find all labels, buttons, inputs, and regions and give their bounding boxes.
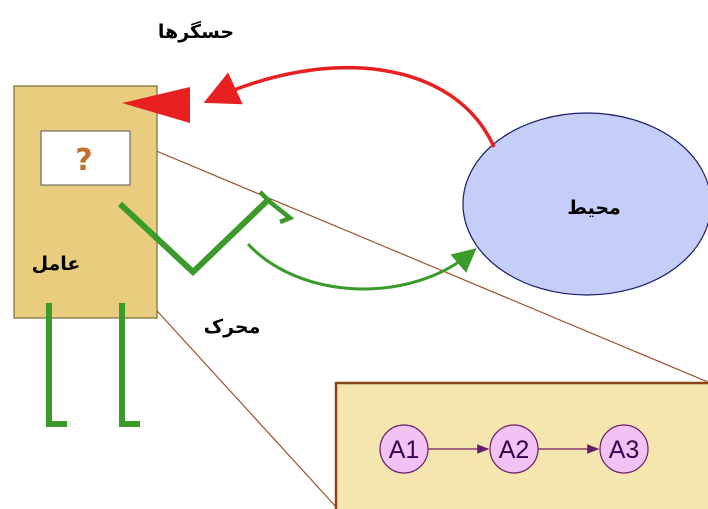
state-a1-label: A1	[389, 436, 420, 464]
sensor-triangle	[122, 87, 190, 123]
state-a1: A1	[379, 424, 429, 474]
agent-right-leg	[119, 303, 140, 427]
actuators-label: محرک	[204, 316, 261, 338]
unknown-label: ?	[75, 143, 92, 178]
actuator-gripper	[258, 190, 295, 225]
sensors-label: حسگرها	[158, 20, 234, 43]
state-a3-label: A3	[609, 436, 640, 464]
environment-label: محیط	[567, 197, 621, 219]
state-a2-label: A2	[499, 436, 530, 464]
percept-arrow	[203, 66, 496, 148]
state-a2: A2	[489, 424, 539, 474]
agent-left-leg	[46, 303, 67, 427]
action-arrow	[246, 242, 477, 291]
actuator-arm	[117, 197, 271, 277]
agent-box	[13, 85, 158, 319]
zoom-line-upper	[129, 139, 708, 383]
environment-ellipse	[462, 112, 708, 296]
agent-label: عامل	[32, 253, 81, 275]
unknown-box	[40, 130, 131, 186]
state-a3: A3	[599, 424, 649, 474]
